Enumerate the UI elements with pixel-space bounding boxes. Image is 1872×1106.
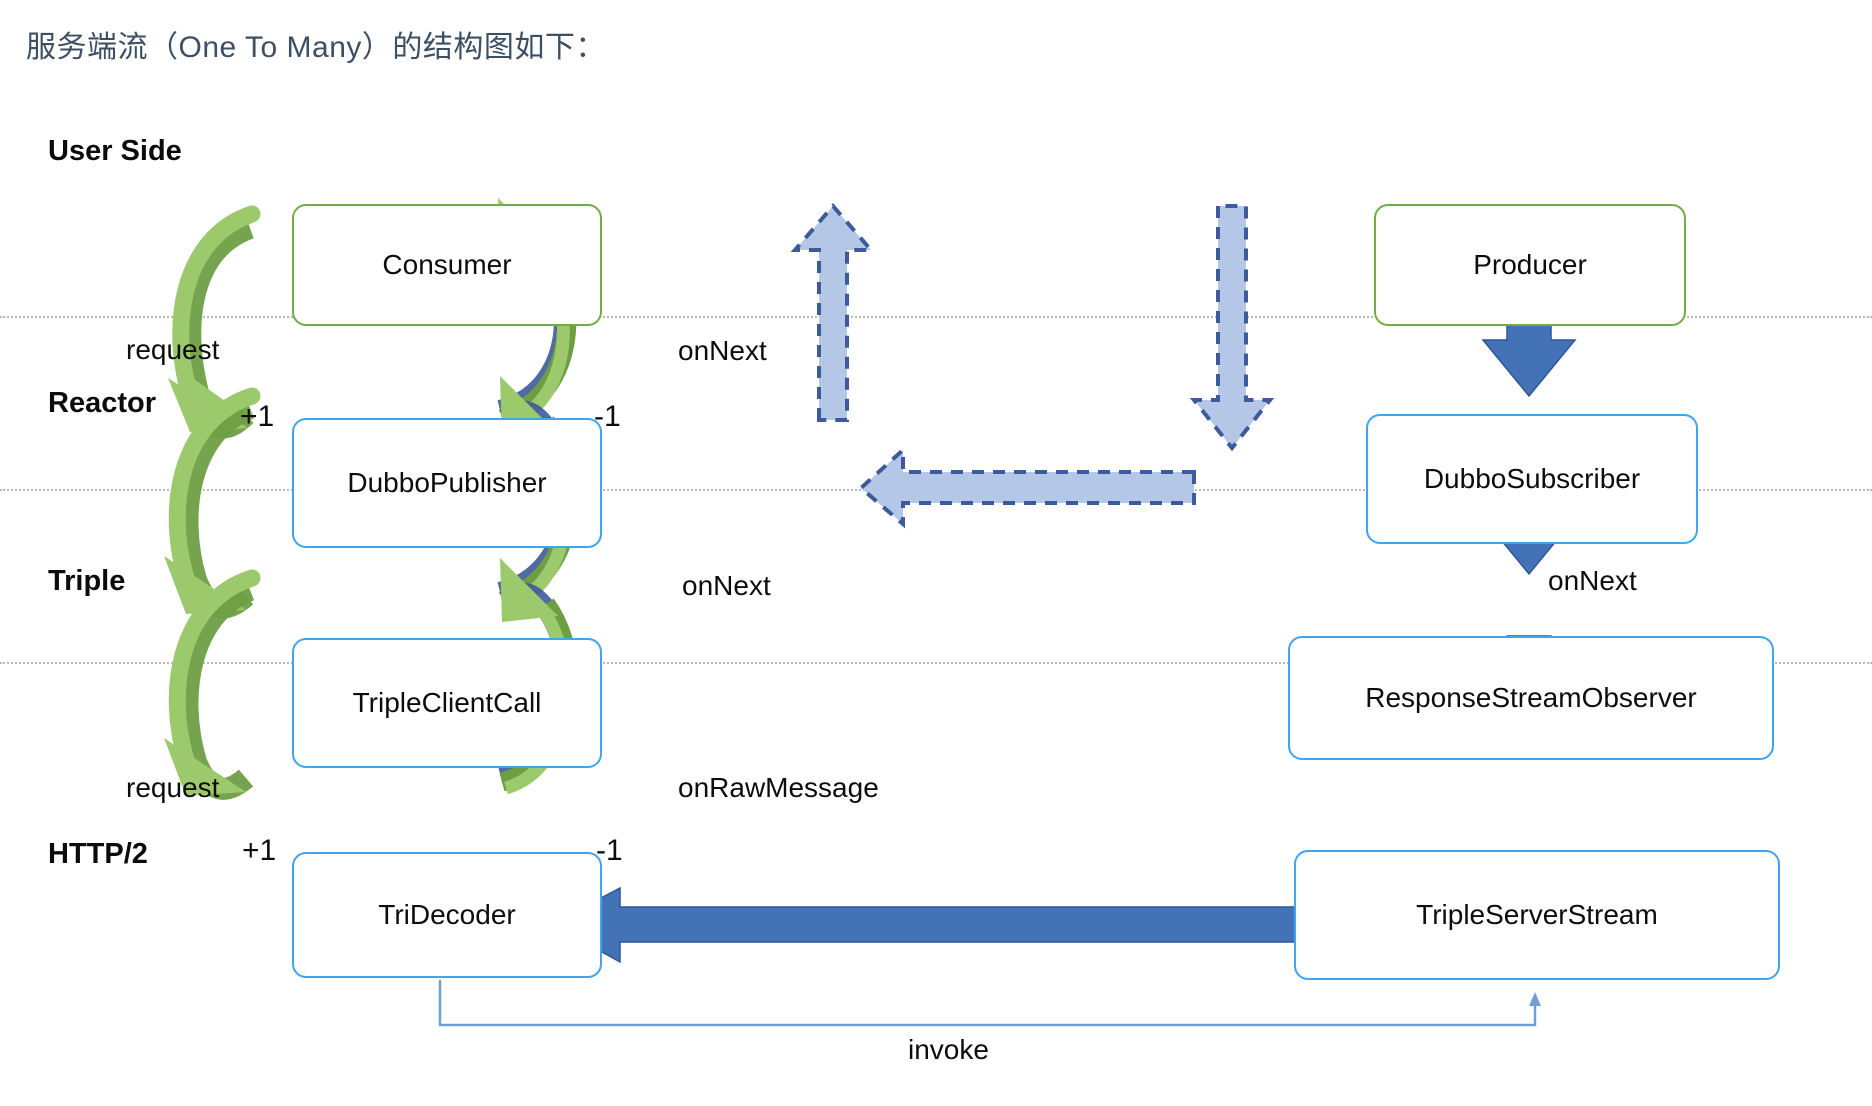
node-tri-decoder-label: TriDecoder bbox=[378, 899, 516, 930]
node-dubbo-publisher[interactable]: DubboPublisher bbox=[292, 418, 602, 548]
edge-label-minus-one-upper: -1 bbox=[594, 400, 621, 433]
layer-label-user-side: User Side bbox=[48, 135, 182, 167]
edge-label-onnext-subscriber: onNext bbox=[1548, 565, 1637, 596]
invoke-connector-line bbox=[438, 980, 1541, 1027]
edge-label-onnext-consumer: onNext bbox=[678, 335, 767, 366]
node-triple-client-call[interactable]: TripleClientCall bbox=[292, 638, 602, 768]
dashed-arrow-left bbox=[857, 445, 1196, 529]
node-triple-server-stream-label: TripleServerStream bbox=[1416, 899, 1658, 930]
node-triple-server-stream[interactable]: TripleServerStream bbox=[1294, 850, 1780, 980]
layer-label-http2: HTTP/2 bbox=[48, 838, 148, 870]
node-producer-label: Producer bbox=[1473, 249, 1587, 280]
layer-label-triple: Triple bbox=[48, 565, 126, 597]
lane-separator-triple-http2 bbox=[0, 662, 1872, 664]
node-dubbo-subscriber[interactable]: DubboSubscriber bbox=[1366, 414, 1698, 544]
edge-label-onrawmessage: onRawMessage bbox=[678, 772, 879, 803]
edge-label-minus-one-lower: -1 bbox=[596, 834, 623, 867]
lane-separator-user-reactor bbox=[0, 316, 1872, 318]
edge-label-onnext-publisher: onNext bbox=[682, 570, 771, 601]
layer-label-reactor: Reactor bbox=[48, 387, 156, 419]
node-consumer-label: Consumer bbox=[382, 249, 512, 280]
blue-arrow-serverstream-to-tridecoder bbox=[550, 886, 1296, 964]
edge-label-invoke: invoke bbox=[908, 1034, 989, 1065]
dashed-arrow-down bbox=[1189, 204, 1275, 452]
dashed-arrow-up bbox=[790, 202, 876, 422]
node-dubbo-publisher-label: DubboPublisher bbox=[347, 467, 547, 498]
node-triple-client-call-label: TripleClientCall bbox=[352, 687, 542, 718]
green-arrow-clientcall-to-tridecoder bbox=[164, 569, 261, 800]
node-tri-decoder[interactable]: TriDecoder bbox=[292, 852, 602, 978]
edge-label-plus-one-upper: +1 bbox=[240, 400, 275, 433]
node-response-stream-observer[interactable]: ResponseStreamObserver bbox=[1288, 636, 1774, 760]
page-title: 服务端流（One To Many）的结构图如下： bbox=[26, 31, 606, 64]
node-producer[interactable]: Producer bbox=[1374, 204, 1686, 326]
edge-label-request-lower: request bbox=[126, 772, 220, 803]
node-consumer[interactable]: Consumer bbox=[292, 204, 602, 326]
node-dubbo-subscriber-label: DubboSubscriber bbox=[1423, 463, 1641, 494]
edge-label-request-upper: request bbox=[126, 334, 220, 365]
edge-label-plus-one-lower: +1 bbox=[242, 834, 277, 867]
node-response-stream-observer-label: ResponseStreamObserver bbox=[1365, 682, 1697, 713]
